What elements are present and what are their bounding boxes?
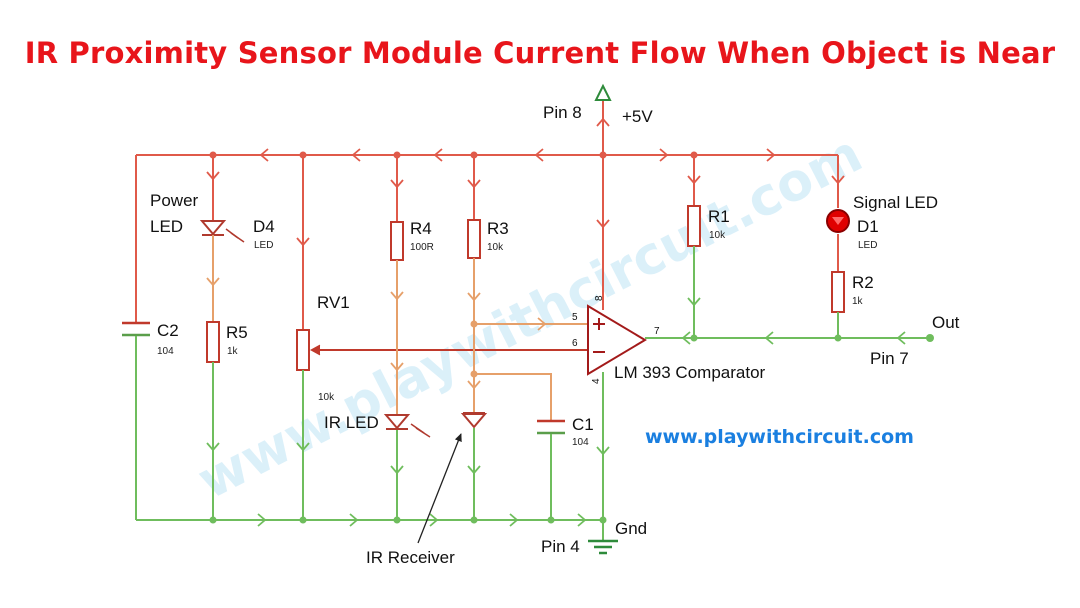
r3-ref: R3 xyxy=(487,219,509,238)
pin-8-label: 8 xyxy=(594,295,605,301)
pin8-label: Pin 8 xyxy=(543,103,582,122)
c2-value: 104 xyxy=(157,346,174,357)
c1-value: 104 xyxy=(572,437,589,448)
d4-ref: D4 xyxy=(253,217,275,236)
d1-value: LED xyxy=(858,240,877,251)
d4-value: LED xyxy=(254,240,273,251)
c1-capacitor xyxy=(537,419,565,520)
lm393-comparator xyxy=(587,155,647,520)
output-branch xyxy=(645,155,934,345)
signal-led-label: Signal LED xyxy=(853,193,938,212)
power-led-branch xyxy=(199,155,245,520)
pin-6-label: 6 xyxy=(572,338,578,349)
diagram-title: IR Proximity Sensor Module Current Flow … xyxy=(24,36,1056,70)
ir-receiver-branch xyxy=(460,155,588,520)
pin-5-label: 5 xyxy=(572,312,578,323)
watermark: www.playwithcircuit.com xyxy=(189,124,872,512)
r2-value: 1k xyxy=(852,296,864,307)
r1-ref: R1 xyxy=(708,207,730,226)
power-led-label-2: LED xyxy=(150,217,183,236)
c2-ref: C2 xyxy=(157,321,179,340)
ir-receiver-label: IR Receiver xyxy=(366,548,455,567)
c2-branch xyxy=(122,155,150,520)
ir-led-label: IR LED xyxy=(324,413,379,432)
gnd-label: Gnd xyxy=(615,519,647,538)
ir-led-branch xyxy=(383,155,431,520)
out-label: Out xyxy=(932,313,960,332)
rv1-value: 10k xyxy=(318,392,335,403)
d1-ref: D1 xyxy=(857,217,879,236)
comparator-label: LM 393 Comparator xyxy=(614,363,766,382)
pin-7-label: 7 xyxy=(654,326,660,337)
rv1-branch xyxy=(296,155,588,520)
r5-value: 1k xyxy=(227,346,239,357)
pin-4-label: 4 xyxy=(591,378,602,384)
c1-ref: C1 xyxy=(572,415,594,434)
r3-value: 10k xyxy=(487,242,504,253)
r1-value: 10k xyxy=(709,230,726,241)
r4-value: 100R xyxy=(410,242,434,253)
power-led-label-1: Power xyxy=(150,191,199,210)
vcc-label: +5V xyxy=(622,107,653,126)
vcc-rail xyxy=(136,83,838,162)
pin7-label: Pin 7 xyxy=(870,349,909,368)
r2-ref: R2 xyxy=(852,273,874,292)
website-label: www.playwithcircuit.com xyxy=(645,426,914,448)
r5-ref: R5 xyxy=(226,323,248,342)
pin4-label: Pin 4 xyxy=(541,537,580,556)
r4-ref: R4 xyxy=(410,219,432,238)
ir-receiver-pointer xyxy=(417,433,462,544)
rv1-ref: RV1 xyxy=(317,293,350,312)
